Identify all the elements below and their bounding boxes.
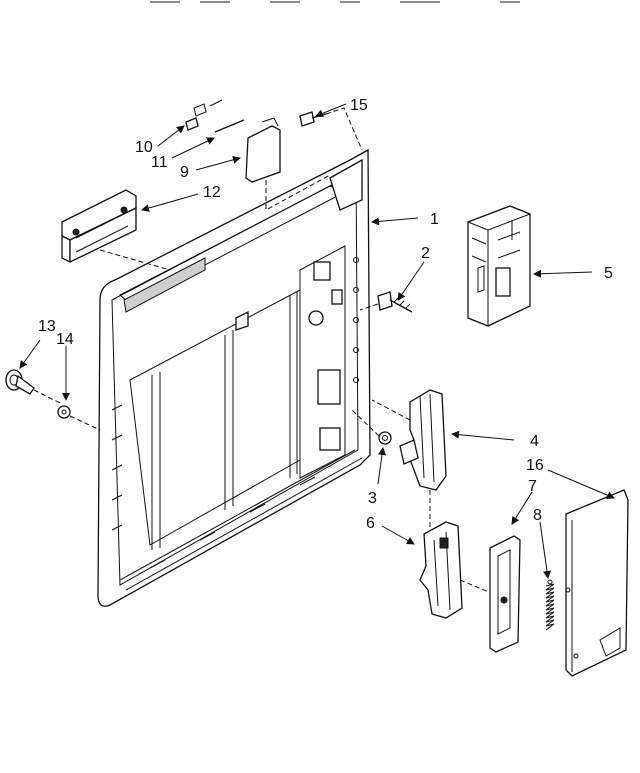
callout-12: 12 xyxy=(203,184,221,201)
nut-part-3 xyxy=(351,409,392,445)
callout-10: 10 xyxy=(135,139,153,156)
switch-housing-part-5 xyxy=(467,205,531,327)
inner-door-panel xyxy=(97,148,371,607)
foot-part-13 xyxy=(5,369,63,405)
spring-part-8 xyxy=(545,579,555,631)
callout-labels: 1 2 3 4 5 6 7 8 9 10 11 12 13 14 15 16 xyxy=(38,97,613,532)
screw-part-2 xyxy=(359,291,413,313)
slide-bar-part-7 xyxy=(489,535,521,653)
callout-16: 16 xyxy=(526,457,544,474)
callout-7: 7 xyxy=(528,478,537,495)
pin-part-11 xyxy=(214,119,245,133)
callout-14: 14 xyxy=(56,331,74,348)
callout-9: 9 xyxy=(180,164,189,181)
latch-base-part-6 xyxy=(419,521,509,619)
screw-part-10 xyxy=(185,99,223,131)
vent-cover-part xyxy=(245,117,331,211)
latch-part-4 xyxy=(371,389,447,528)
callout-15: 15 xyxy=(350,97,368,114)
callout-6: 6 xyxy=(366,515,375,532)
handle-part xyxy=(61,189,171,271)
callout-8: 8 xyxy=(533,507,542,524)
callout-5: 5 xyxy=(604,265,613,282)
screw-part-15 xyxy=(299,107,363,151)
callout-4: 4 xyxy=(530,433,539,450)
leader-lines xyxy=(19,103,615,579)
washer-part-14 xyxy=(57,405,101,431)
callout-3: 3 xyxy=(368,490,377,507)
callout-11: 11 xyxy=(151,154,168,171)
callout-1: 1 xyxy=(430,211,439,228)
callout-13: 13 xyxy=(38,318,56,335)
callout-2: 2 xyxy=(421,245,430,262)
side-panel-part-16 xyxy=(565,489,629,677)
